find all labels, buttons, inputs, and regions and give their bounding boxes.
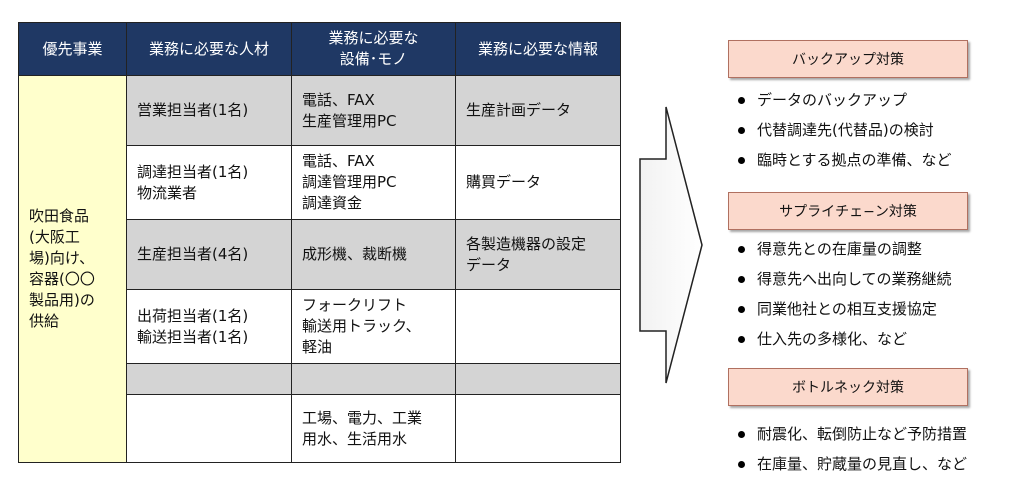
backup-measures-box: バックアップ対策 bbox=[728, 40, 968, 78]
bullet-icon bbox=[738, 460, 745, 468]
table-row: 出荷担当者(1名) 輸送担当者(1名) フォークリフト 輸送用トラック、 軽油 bbox=[19, 289, 621, 364]
bullet-icon bbox=[738, 126, 745, 134]
list-item: 在庫量、貯蔵量の見直し、など bbox=[738, 449, 967, 479]
bullet-icon bbox=[738, 275, 745, 283]
cell-info: 生産計画データ bbox=[455, 75, 621, 146]
supply-chain-measures-box: サプライチェ−ン対策 bbox=[728, 192, 968, 230]
header-priority: 優先事業 bbox=[18, 22, 127, 76]
bullet-icon bbox=[738, 305, 745, 313]
right-arrow-icon bbox=[639, 106, 703, 384]
list-item: データのバックアップ bbox=[738, 85, 952, 115]
cell-equipment: 電話、FAX 調達管理用PC 調達資金 bbox=[291, 145, 456, 220]
table-row: 工場、電力、工業 用水、生活用水 bbox=[19, 394, 621, 463]
list-item: 仕入先の多様化、など bbox=[738, 324, 952, 354]
bullet-icon bbox=[738, 335, 745, 343]
list-item: 耐震化、転倒防止など予防措置 bbox=[738, 419, 967, 449]
cell-info: 各製造機器の設定 データ bbox=[455, 219, 621, 290]
cell-people: 調達担当者(1名) 物流業者 bbox=[126, 145, 292, 220]
priority-business: 吹田食品 (大阪工 場)向け、 容器(〇〇 製品用)の 供給 bbox=[18, 75, 127, 463]
cell-info bbox=[455, 363, 621, 395]
cell-people: 営業担当者(1名) bbox=[126, 75, 292, 146]
resource-table: 優先事業 業務に必要な人材 業務に必要な 設備･モノ 業務に必要な情報 吹田食品… bbox=[18, 22, 621, 463]
cell-people bbox=[126, 394, 292, 463]
cell-equipment bbox=[291, 363, 456, 395]
header-equipment: 業務に必要な 設備･モノ bbox=[291, 22, 456, 76]
table-row: 吹田食品 (大阪工 場)向け、 容器(〇〇 製品用)の 供給 営業担当者(1名)… bbox=[18, 75, 621, 463]
backup-measures-list: データのバックアップ 代替調達先(代替品)の検討 臨時とする拠点の準備、など bbox=[738, 85, 952, 175]
cell-people bbox=[126, 363, 292, 395]
cell-equipment: 成形機、裁断機 bbox=[291, 219, 456, 290]
bullet-icon bbox=[738, 156, 745, 164]
list-item: 同業他社との相互支援協定 bbox=[738, 294, 952, 324]
bullet-icon bbox=[738, 245, 745, 253]
cell-equipment: 工場、電力、工業 用水、生活用水 bbox=[291, 394, 456, 463]
cell-info bbox=[455, 289, 621, 364]
bullet-icon bbox=[738, 430, 745, 438]
cell-people: 出荷担当者(1名) 輸送担当者(1名) bbox=[126, 289, 292, 364]
cell-equipment: フォークリフト 輸送用トラック、 軽油 bbox=[291, 289, 456, 364]
table-row: 調達担当者(1名) 物流業者 電話、FAX 調達管理用PC 調達資金 購買データ bbox=[19, 145, 621, 220]
supply-chain-measures-list: 得意先との在庫量の調整 得意先へ出向しての業務継続 同業他社との相互支援協定 仕… bbox=[738, 234, 952, 354]
list-item: 得意先との在庫量の調整 bbox=[738, 234, 952, 264]
bottleneck-measures-list: 耐震化、転倒防止など予防措置 在庫量、貯蔵量の見直し、など bbox=[738, 419, 967, 479]
bullet-icon bbox=[738, 96, 745, 104]
cell-people: 生産担当者(4名) bbox=[126, 219, 292, 290]
bottleneck-measures-box: ボトルネック対策 bbox=[728, 368, 968, 406]
cell-info: 購買データ bbox=[455, 145, 621, 220]
header-people: 業務に必要な人材 bbox=[126, 22, 292, 76]
header-info: 業務に必要な情報 bbox=[455, 22, 621, 76]
cell-equipment: 電話、FAX 生産管理用PC bbox=[291, 75, 456, 146]
list-item: 臨時とする拠点の準備、など bbox=[738, 145, 952, 175]
list-item: 得意先へ出向しての業務継続 bbox=[738, 264, 952, 294]
table-row: 生産担当者(4名) 成形機、裁断機 各製造機器の設定 データ bbox=[19, 219, 621, 290]
cell-info bbox=[455, 394, 621, 463]
list-item: 代替調達先(代替品)の検討 bbox=[738, 115, 952, 145]
